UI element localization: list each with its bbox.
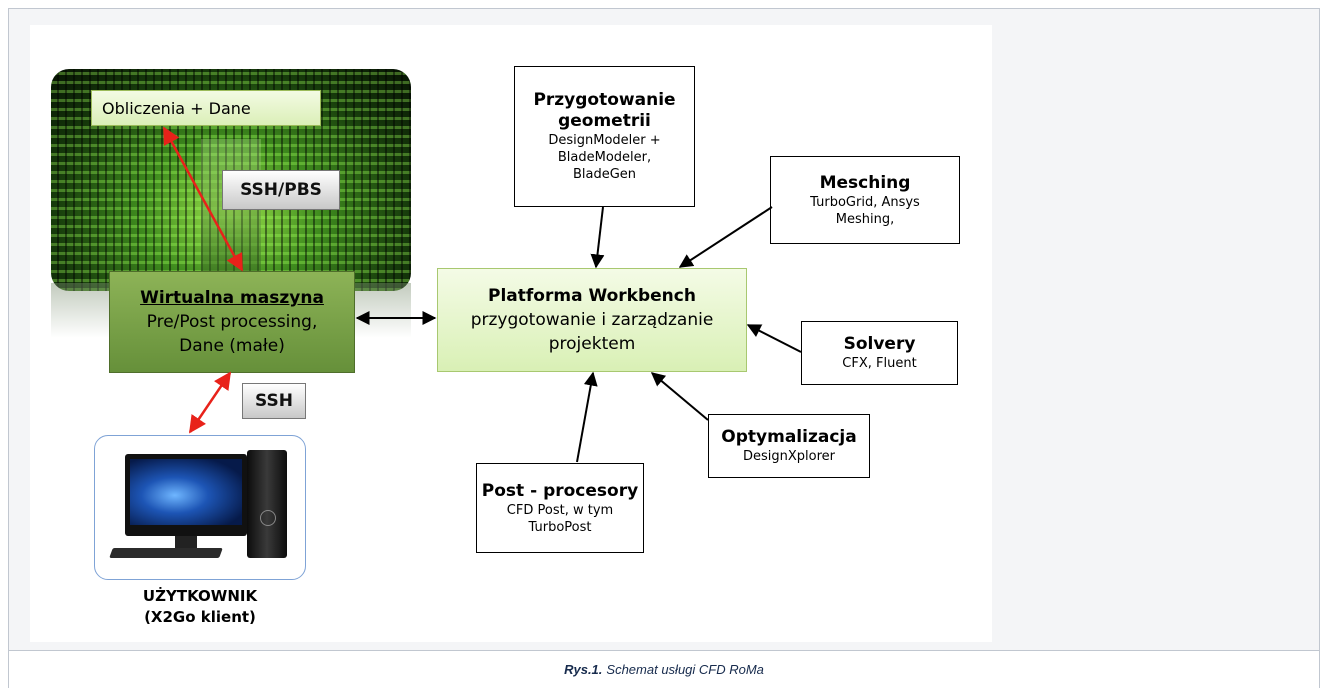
geometry-title1: Przygotowanie — [533, 90, 676, 110]
geometry-line2: BladeModeler, — [557, 150, 652, 165]
meshing-line1: TurboGrid, Ansys — [810, 194, 920, 210]
optimization-title: Optymalizacja — [721, 427, 857, 447]
workbench-title: Platforma Workbench — [488, 286, 696, 306]
user-computer-frame — [94, 435, 306, 580]
monitor-stand — [175, 536, 197, 548]
arrow-geometry-workbench — [590, 206, 605, 269]
ssh-label: SSH — [255, 391, 293, 411]
vm-line1: Pre/Post processing, — [146, 312, 318, 332]
vm-line2: Dane (małe) — [179, 336, 285, 356]
solvers-title: Solvery — [843, 334, 916, 354]
figure-caption: Rys.1. Schemat usługi CFD RoMa — [9, 650, 1319, 688]
user-label: UŻYTKOWNIK (X2Go klient) — [94, 586, 306, 628]
ssh-tag: SSH — [242, 383, 306, 419]
compute-data-box: Obliczenia + Dane — [91, 90, 321, 126]
postproc-line1: CFD Post, w tym — [506, 502, 614, 518]
optimization-line1: DesignXplorer — [742, 449, 835, 464]
ssh-pbs-label: SSH/PBS — [240, 180, 322, 200]
monitor-icon — [125, 454, 247, 536]
user-label-line1: UŻYTKOWNIK — [142, 587, 258, 605]
meshing-title: Mesching — [819, 172, 911, 193]
vm-title: Wirtualna maszyna — [140, 288, 324, 308]
arrow-compute-vm — [162, 126, 244, 272]
solvers-box: Solvery CFX, Fluent — [801, 321, 958, 385]
pc-tower-icon — [247, 450, 287, 558]
meshing-box: Mesching TurboGrid, Ansys Meshing, — [770, 156, 960, 244]
workbench-box: Platforma Workbench przygotowanie i zarz… — [437, 268, 747, 372]
arrow-postproc-workbench — [576, 371, 598, 463]
caption-text: Schemat usługi CFD RoMa — [606, 662, 764, 677]
geometry-line1: DesignModeler + — [548, 133, 661, 148]
workbench-line2: projektem — [548, 334, 636, 354]
arrow-solvers-workbench — [746, 324, 802, 353]
postproc-line2: TurboPost — [528, 519, 592, 535]
figure-frame: Obliczenia + Dane SSH/PBS Wirtualna masz… — [8, 8, 1320, 688]
diagram-canvas: Obliczenia + Dane SSH/PBS Wirtualna masz… — [30, 25, 992, 642]
arrow-meshing-workbench — [678, 206, 773, 268]
geometry-title2: geometrii — [558, 111, 651, 131]
workbench-line1: przygotowanie i zarządzanie — [470, 310, 714, 330]
connector-layer — [162, 126, 802, 463]
meshing-line2: Meshing, — [835, 211, 895, 227]
arrow-vm-user — [188, 371, 232, 434]
arrow-optimization-workbench — [650, 372, 709, 421]
caption-number: Rys.1. — [564, 662, 603, 677]
postproc-title: Post - procesory — [481, 480, 639, 501]
geometry-box: Przygotowanie geometrii DesignModeler + … — [514, 66, 695, 207]
figure-image-cell: Obliczenia + Dane SSH/PBS Wirtualna masz… — [9, 9, 1319, 650]
solvers-line1: CFX, Fluent — [842, 356, 917, 371]
postproc-box: Post - procesory CFD Post, w tym TurboPo… — [476, 463, 644, 553]
user-label-line2: (X2Go klient) — [144, 608, 256, 626]
virtual-machine-box: Wirtualna maszyna Pre/Post processing, D… — [109, 271, 355, 373]
optimization-box: Optymalizacja DesignXplorer — [708, 414, 870, 478]
geometry-line3: BladeGen — [572, 167, 637, 182]
compute-data-label: Obliczenia + Dane — [102, 98, 251, 118]
